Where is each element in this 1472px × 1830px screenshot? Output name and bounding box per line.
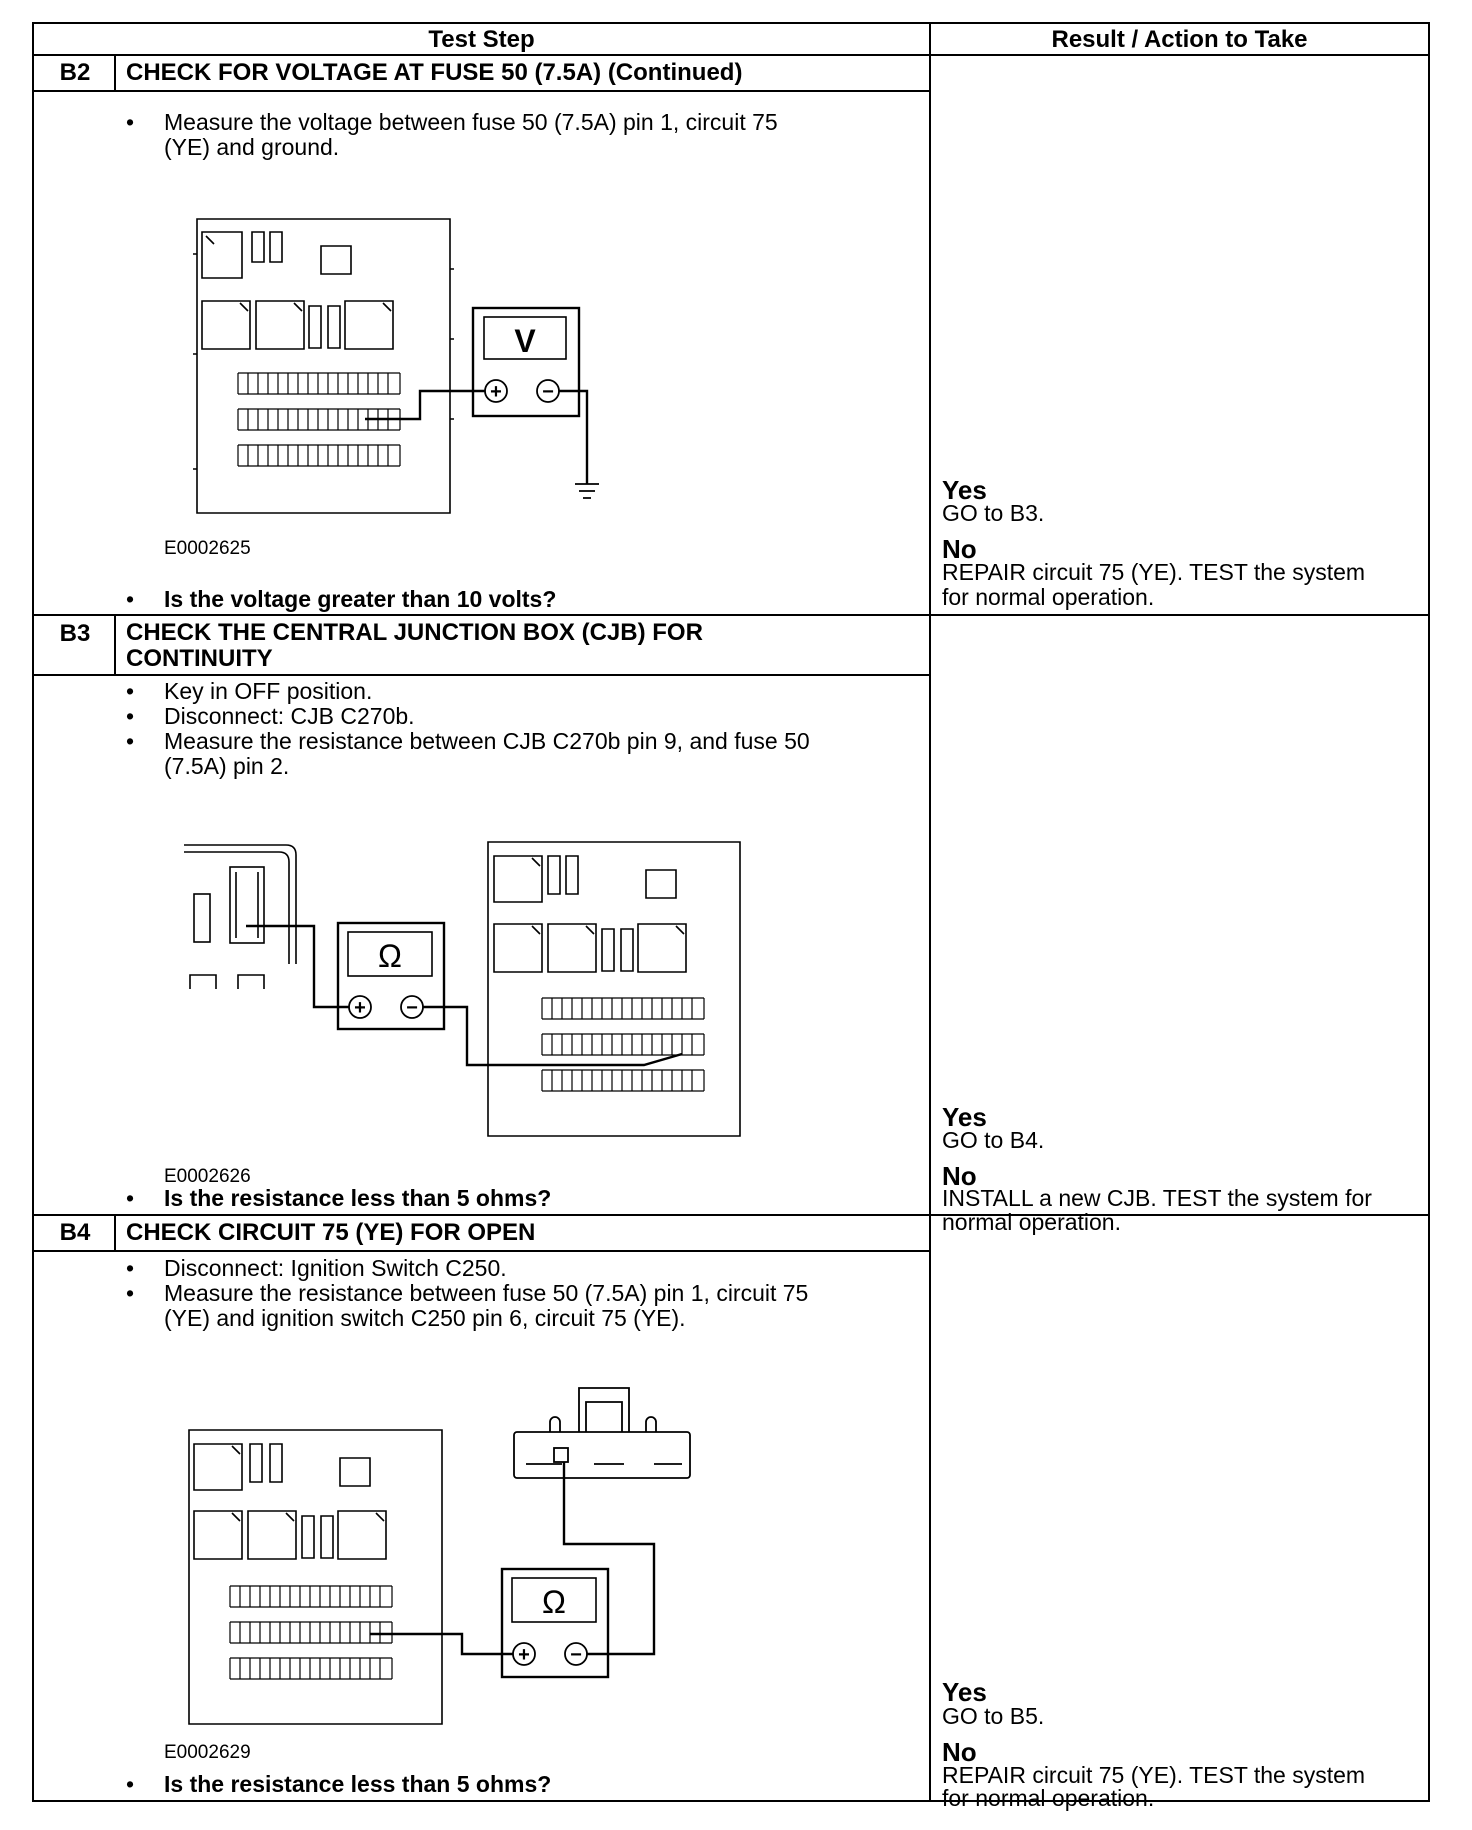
figure-id-b3: E0002626 bbox=[164, 1166, 251, 1187]
b4-no-action-line-2: for normal operation. bbox=[942, 1785, 1155, 1811]
bullet-glyph: • bbox=[126, 586, 135, 612]
b4-no-label: No bbox=[942, 1737, 977, 1767]
header-test-step: Test Step bbox=[428, 26, 535, 53]
step-title-b4: CHECK CIRCUIT 75 (YE) FOR OPEN bbox=[126, 1219, 536, 1246]
b3-minus-terminal: − bbox=[406, 997, 418, 1019]
b3-title-divider bbox=[34, 674, 929, 676]
step-title-b3-line-2: CONTINUITY bbox=[126, 645, 273, 672]
b4-yes-action: GO to B5. bbox=[942, 1703, 1045, 1729]
b3-question-text: Is the resistance less than 5 ohms? bbox=[164, 1185, 552, 1211]
b3-no-action-line-2: normal operation. bbox=[942, 1209, 1121, 1235]
figure-id-b2: E0002625 bbox=[164, 538, 251, 559]
bullet-glyph: • bbox=[126, 1185, 135, 1211]
b3-no-action-line-1: INSTALL a new CJB. TEST the system for bbox=[942, 1185, 1372, 1211]
b3-cjb-connector-panel bbox=[184, 844, 297, 989]
b4-fuse-row-1 bbox=[229, 1585, 393, 1608]
step-title-b2: CHECK FOR VOLTAGE AT FUSE 50 (7.5A) (Con… bbox=[126, 59, 743, 86]
code-divider-b3 bbox=[114, 614, 116, 674]
bullet-glyph: • bbox=[126, 1771, 135, 1797]
b3-fuse-row-1 bbox=[541, 997, 705, 1020]
b4-yes-label: Yes bbox=[942, 1677, 987, 1707]
figure-b4-circuit-open: Ω + − bbox=[188, 1387, 691, 1725]
b3-yes-action: GO to B4. bbox=[942, 1127, 1045, 1153]
step-title-b3-line-1: CHECK THE CENTRAL JUNCTION BOX (CJB) FOR bbox=[126, 619, 703, 646]
b3-bullet-3-line-2: (7.5A) pin 2. bbox=[164, 753, 290, 779]
b4-minus-terminal: − bbox=[570, 1644, 582, 1666]
figure-b2-fuse-voltage: V + − bbox=[193, 218, 599, 514]
bullet-glyph: • bbox=[126, 678, 135, 704]
bullet-glyph: • bbox=[126, 728, 135, 754]
b4-test-leads bbox=[370, 1462, 656, 1656]
column-divider bbox=[929, 24, 931, 1800]
b2-yes-action: GO to B3. bbox=[942, 500, 1045, 526]
b2-title-divider bbox=[34, 90, 929, 92]
b3-row-divider bbox=[34, 1214, 1428, 1216]
b4-ignition-connector bbox=[513, 1387, 691, 1479]
b4-fuse-row-2 bbox=[229, 1621, 393, 1644]
bullet-glyph: • bbox=[126, 1280, 135, 1306]
b2-fuse-box bbox=[193, 218, 454, 514]
header-result-action: Result / Action to Take bbox=[1051, 26, 1308, 53]
b2-minus-terminal: − bbox=[542, 381, 554, 403]
code-divider-b2 bbox=[114, 54, 116, 90]
b2-fuse-row-3 bbox=[237, 444, 401, 467]
b2-row-divider bbox=[34, 614, 1428, 616]
b4-question-text: Is the resistance less than 5 ohms? bbox=[164, 1771, 552, 1797]
bullet-glyph: • bbox=[126, 109, 135, 135]
b2-fuse-row-2 bbox=[237, 408, 401, 431]
figure-id-b4: E0002629 bbox=[164, 1742, 251, 1763]
b4-no-action-line-1: REPAIR circuit 75 (YE). TEST the system bbox=[942, 1762, 1366, 1788]
b4-fuse-row-3 bbox=[229, 1657, 393, 1680]
b3-fuse-box bbox=[487, 841, 741, 1137]
b4-bullet-1-line-1: Disconnect: Ignition Switch C250. bbox=[164, 1255, 507, 1281]
header-divider bbox=[34, 54, 1428, 56]
code-divider-b4 bbox=[114, 1214, 116, 1250]
b3-yes-label: Yes bbox=[942, 1102, 987, 1132]
b3-bullet-1-line-1: Key in OFF position. bbox=[164, 678, 373, 704]
b4-fuse-box bbox=[188, 1429, 443, 1725]
b2-no-action-line-2: for normal operation. bbox=[942, 584, 1155, 610]
bullet-glyph: • bbox=[126, 1255, 135, 1281]
b2-question-text: Is the voltage greater than 10 volts? bbox=[164, 586, 557, 612]
b2-test-leads bbox=[365, 389, 589, 484]
bullet-glyph: • bbox=[126, 703, 135, 729]
b2-no-action-line-1: REPAIR circuit 75 (YE). TEST the system bbox=[942, 559, 1366, 585]
b3-fuse-row-3 bbox=[541, 1069, 705, 1092]
b4-meter-symbol: Ω bbox=[542, 1584, 566, 1620]
ground-icon bbox=[575, 483, 599, 499]
b4-bullet-2-line-2: (YE) and ignition switch C250 pin 6, cir… bbox=[164, 1305, 686, 1331]
b4-title-divider bbox=[34, 1250, 929, 1252]
b2-no-label: No bbox=[942, 534, 977, 564]
diagnostic-table: Test Step Result / Action to Take B2 CHE… bbox=[32, 22, 1430, 1811]
b2-fuse-row-1 bbox=[237, 372, 401, 395]
figure-b3-cjb-continuity: Ω + − bbox=[184, 841, 741, 1137]
b2-yes-label: Yes bbox=[942, 475, 987, 505]
b3-bullet-3-line-1: Measure the resistance between CJB C270b… bbox=[164, 728, 810, 754]
b3-fuse-row-2 bbox=[541, 1033, 705, 1056]
b3-bullet-2-line-1: Disconnect: CJB C270b. bbox=[164, 703, 415, 729]
b2-bullet-1-line-1: Measure the voltage between fuse 50 (7.5… bbox=[164, 109, 778, 135]
b3-meter-symbol: Ω bbox=[378, 938, 402, 974]
b4-ohmmeter bbox=[500, 1567, 610, 1679]
b2-meter-symbol: V bbox=[514, 323, 536, 359]
b4-bullet-2-line-1: Measure the resistance between fuse 50 (… bbox=[164, 1280, 809, 1306]
b2-bullet-1-line-2: (YE) and ground. bbox=[164, 134, 340, 160]
b3-test-leads bbox=[246, 924, 683, 1067]
b3-no-label: No bbox=[942, 1161, 977, 1191]
b4-plus-terminal: + bbox=[518, 1644, 530, 1666]
b2-plus-terminal: + bbox=[490, 381, 502, 403]
b3-plus-terminal: + bbox=[354, 997, 366, 1019]
step-code-b3: B3 bbox=[59, 620, 91, 647]
step-code-b4: B4 bbox=[59, 1219, 91, 1246]
step-code-b2: B2 bbox=[59, 59, 91, 86]
